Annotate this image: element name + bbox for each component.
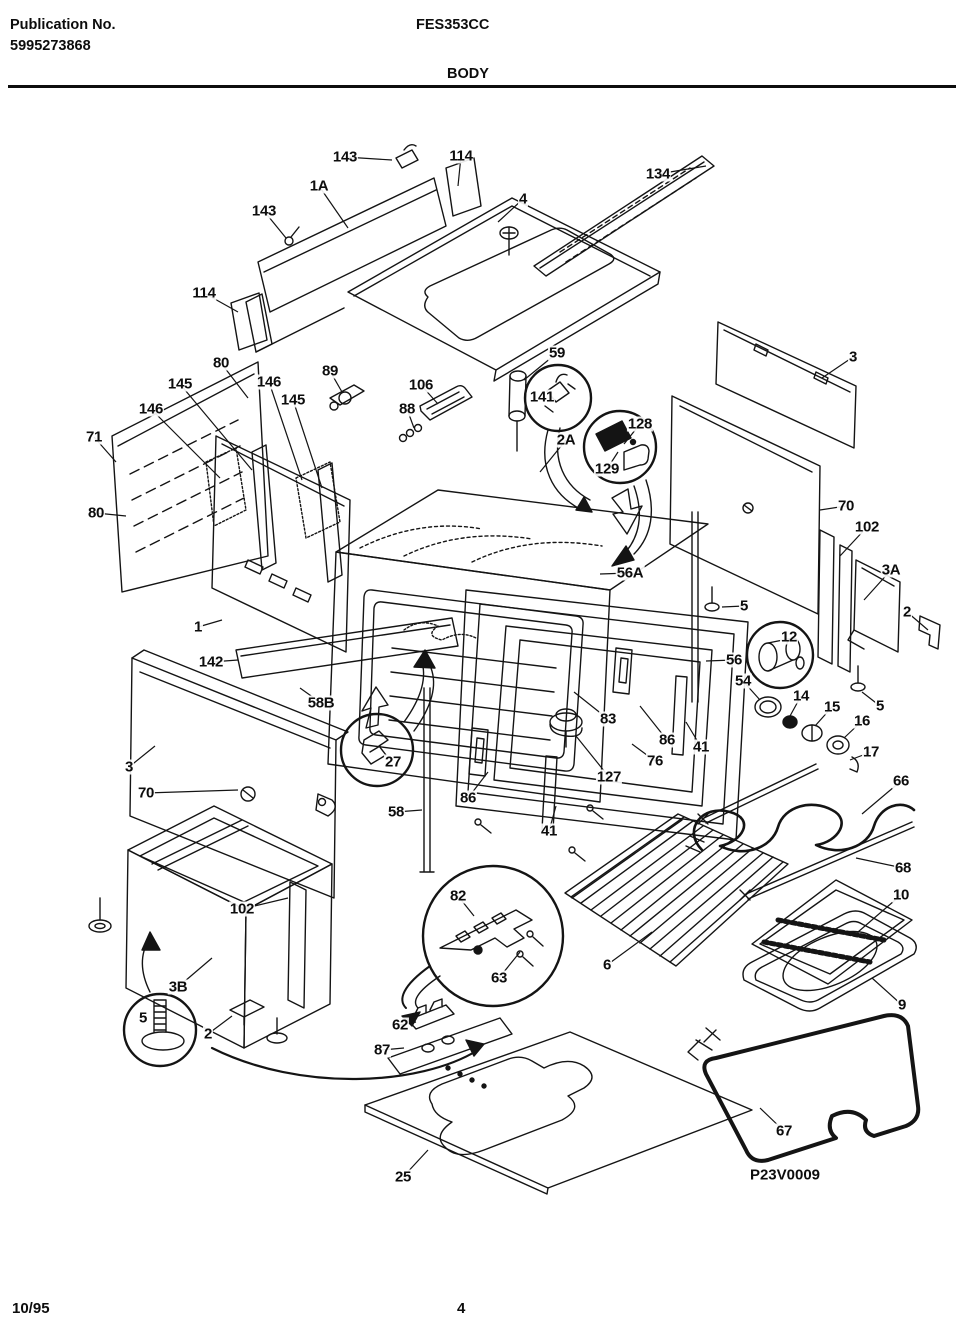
part-callout: 3 (847, 348, 859, 366)
drawing-number: P23V0009 (749, 1166, 821, 1184)
part-callout: 80 (211, 354, 231, 372)
part-callout: 83 (598, 710, 618, 728)
part-callout: 88 (397, 400, 417, 418)
part-callout: 89 (320, 362, 340, 380)
part-callout: 12 (779, 628, 799, 646)
part-callout: 58B (306, 694, 336, 712)
part-callout: 63 (489, 969, 509, 987)
header-rule (8, 85, 956, 88)
part-callout: 54 (733, 672, 753, 690)
part-callout: 62 (390, 1016, 410, 1034)
part-callout: 3A (880, 561, 902, 579)
section-title: BODY (447, 66, 489, 82)
footer-page-number: 4 (457, 1300, 466, 1317)
part-callout: 70 (136, 784, 156, 802)
part-callout: 67 (774, 1122, 794, 1140)
publication-label: Publication No. (10, 17, 116, 33)
part-callout: 141 (528, 388, 556, 406)
part-callout: 86 (458, 789, 478, 807)
part-callout: 10 (891, 886, 911, 904)
part-callout: 1A (308, 177, 330, 195)
part-callout: 80 (86, 504, 106, 522)
part-callout: 87 (372, 1041, 392, 1059)
part-callout: 128 (626, 415, 654, 433)
part-callout: 76 (645, 752, 665, 770)
part-callout: 143 (250, 202, 278, 220)
part-callout: 146 (137, 400, 165, 418)
part-callout: 4 (517, 190, 529, 208)
part-callout: 127 (595, 768, 623, 786)
part-callout: 14 (791, 687, 811, 705)
part-callout: 25 (393, 1168, 413, 1186)
part-callout: 59 (547, 344, 567, 362)
part-callout: 41 (691, 738, 711, 756)
part-callout: 102 (228, 900, 256, 918)
part-callout: 2 (901, 603, 913, 621)
part-callout: 134 (644, 165, 672, 183)
part-callout: 106 (407, 376, 435, 394)
part-callout: 66 (891, 772, 911, 790)
part-callout: 56 (724, 651, 744, 669)
part-callout: 3B (167, 978, 189, 996)
part-callout: 3 (123, 758, 135, 776)
part-callout: 56A (615, 564, 645, 582)
part-callout: 70 (836, 497, 856, 515)
part-callout: 82 (448, 887, 468, 905)
part-callout: 145 (166, 375, 194, 393)
publication-number: 5995273868 (10, 38, 91, 54)
part-callout: 114 (191, 284, 217, 302)
part-callout: 9 (896, 996, 908, 1014)
part-callout: 86 (657, 731, 677, 749)
part-callout: 146 (255, 373, 283, 391)
footer-date: 10/95 (12, 1300, 50, 1317)
model-number: FES353CC (416, 17, 490, 33)
part-callout: 5 (874, 697, 886, 715)
part-callout: 143 (331, 148, 359, 166)
part-callout: 1 (192, 618, 204, 636)
part-callout: 15 (822, 698, 842, 716)
part-callout: 114 (448, 147, 474, 165)
part-callout: 2 (202, 1025, 214, 1043)
part-callout: 129 (593, 460, 621, 478)
part-callout: 5 (137, 1009, 149, 1027)
part-callout: 2A (555, 431, 577, 449)
part-callout: 102 (853, 518, 881, 536)
part-callout: 68 (893, 859, 913, 877)
part-callout: 16 (852, 712, 872, 730)
part-callout: 17 (861, 743, 881, 761)
part-callout: 71 (84, 428, 104, 446)
part-callout: 6 (601, 956, 613, 974)
part-callout: 145 (279, 391, 307, 409)
part-callout: 58 (386, 803, 406, 821)
part-callout: 41 (539, 822, 559, 840)
part-callout: 27 (383, 753, 403, 771)
part-callout: 142 (197, 653, 225, 671)
part-callout: 5 (738, 597, 750, 615)
